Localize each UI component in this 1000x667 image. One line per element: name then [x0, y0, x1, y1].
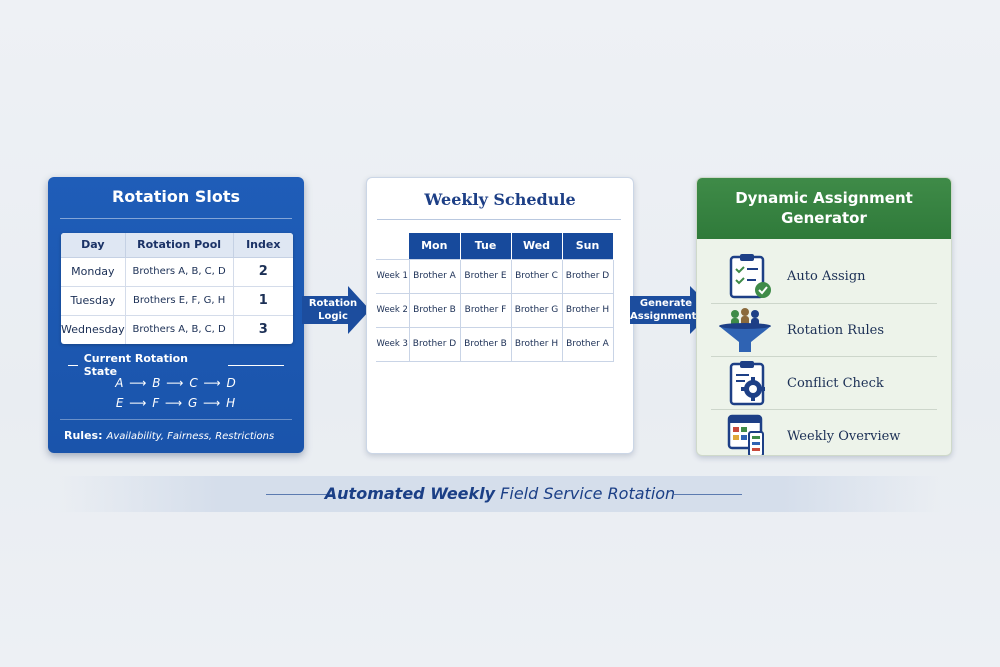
- rotation-sequence-1: A ⟶ B ⟶ C ⟶ D: [115, 376, 237, 390]
- assignment-cell: Brother B: [408, 292, 461, 328]
- assignment-cell: Brother H: [561, 292, 614, 328]
- pool-cell: Brothers A, B, C, D: [125, 315, 234, 344]
- calendar-devices-icon: [711, 412, 775, 455]
- divider: [711, 409, 937, 410]
- rules-label: Rules:: [64, 429, 103, 442]
- banner-title: Automated Weekly Field Service Rotation: [58, 484, 942, 503]
- column-header-pool: Rotation Pool: [125, 233, 234, 258]
- arrow-right-icon: [302, 286, 370, 334]
- divider: [60, 419, 292, 420]
- table-row: Week 3 Brother D Brother B Brother H Bro…: [376, 326, 614, 362]
- banner-bold-text: Automated Weekly: [324, 484, 496, 503]
- weekly-overview-label: Weekly Overview: [787, 428, 901, 444]
- rotation-slots-panel: Rotation Slots Day Rotation Pool Index M…: [48, 177, 304, 453]
- weekly-schedule-title: Weekly Schedule: [424, 190, 576, 209]
- assignment-cell: Brother F: [459, 292, 512, 328]
- divider: [266, 494, 334, 495]
- divider: [711, 356, 937, 357]
- column-header-index: Index: [233, 233, 293, 258]
- rotation-slots-title: Rotation Slots: [111, 187, 240, 206]
- table-row: Tuesday Brothers E, F, G, H 1: [61, 286, 293, 316]
- divider: [377, 219, 621, 220]
- auto-assign-label: Auto Assign: [787, 268, 866, 284]
- table-header-row: Mon Tue Wed Sun: [376, 233, 614, 259]
- table-row: Monday Brothers A, B, C, D 2: [61, 257, 293, 287]
- conflict-check-item: Conflict Check: [711, 357, 937, 409]
- clipboard-check-icon: [711, 252, 775, 300]
- funnel-people-icon: [711, 306, 775, 354]
- arrow-label: Generate Assignments: [630, 297, 702, 323]
- rules-line: Rules:Availability, Fairness, Restrictio…: [64, 429, 274, 442]
- conflict-check-label: Conflict Check: [787, 375, 884, 391]
- rotation-rules-item: Rotation Rules: [711, 304, 937, 356]
- clipboard-gear-icon: [711, 359, 775, 407]
- assignment-generator-panel: Dynamic Assignment Generator Auto Assign: [696, 177, 952, 456]
- generate-assignments-arrow: Generate Assignments: [630, 286, 714, 334]
- assignment-cell: Brother D: [561, 258, 614, 294]
- day-header: Wed: [511, 233, 563, 259]
- assignment-cell: Brother A: [561, 326, 614, 362]
- auto-assign-item: Auto Assign: [711, 250, 937, 302]
- arrow-label: Rotation Logic: [302, 297, 364, 323]
- rotation-sequence-2: E ⟶ F ⟶ G ⟶ H: [115, 396, 237, 410]
- assignment-cell: Brother B: [459, 326, 512, 362]
- table-row: Week 1 Brother A Brother E Brother C Bro…: [376, 258, 614, 294]
- rotation-state-heading: Current Rotation State: [62, 352, 290, 378]
- week-label: Week 2: [376, 292, 410, 328]
- divider: [68, 364, 78, 366]
- index-cell: 2: [233, 257, 293, 287]
- rotation-logic-arrow: Rotation Logic: [302, 286, 370, 334]
- assignment-cell: Brother A: [408, 258, 461, 294]
- divider: [227, 364, 284, 366]
- generator-title-line: Generator: [781, 209, 867, 227]
- corner-cell: [376, 233, 409, 259]
- column-header-day: Day: [61, 233, 126, 258]
- footer-banner: Automated Weekly Field Service Rotation: [58, 476, 942, 512]
- rotation-rules-label: Rotation Rules: [787, 322, 884, 338]
- index-cell: 1: [233, 286, 293, 316]
- pool-cell: Brothers A, B, C, D: [125, 257, 234, 287]
- day-cell: Monday: [61, 257, 126, 287]
- table-row: Week 2 Brother B Brother F Brother G Bro…: [376, 292, 614, 328]
- table-header-row: Day Rotation Pool Index: [61, 233, 293, 258]
- assignment-cell: Brother D: [408, 326, 461, 362]
- table-row: Wednesday Brothers A, B, C, D 3: [61, 315, 293, 344]
- week-label: Week 3: [376, 326, 410, 362]
- day-cell: Wednesday: [61, 315, 126, 344]
- assignment-cell: Brother C: [510, 258, 563, 294]
- divider: [60, 218, 292, 219]
- generator-header: Dynamic Assignment Generator: [697, 178, 951, 239]
- rotation-state-title: Current Rotation State: [83, 352, 188, 378]
- weekly-schedule-table: Mon Tue Wed Sun Week 1 Brother A Brother…: [376, 233, 614, 362]
- index-cell: 3: [258, 322, 268, 338]
- divider: [711, 303, 937, 304]
- generator-title-line: Dynamic Assignment: [735, 189, 913, 207]
- assignment-cell: Brother H: [510, 326, 563, 362]
- rules-text: Availability, Fairness, Restrictions: [106, 431, 275, 442]
- arrow-label-line: Logic: [318, 311, 348, 322]
- assignment-cell: Brother E: [459, 258, 512, 294]
- divider: [674, 494, 742, 495]
- assignment-cell: Brother G: [510, 292, 563, 328]
- day-header: Sun: [562, 233, 614, 259]
- week-label: Week 1: [376, 258, 410, 294]
- weekly-overview-item: Weekly Overview: [711, 410, 937, 455]
- weekly-schedule-panel: Weekly Schedule Mon Tue Wed Sun Week 1 B…: [366, 177, 634, 454]
- banner-rest-text: Field Service Rotation: [495, 484, 676, 503]
- arrow-label-line: Rotation: [308, 298, 358, 309]
- arrow-right-icon: [630, 286, 714, 334]
- day-cell: Tuesday: [61, 286, 126, 316]
- arrow-label-line: Assignments: [630, 311, 703, 322]
- day-header: Mon: [409, 233, 461, 259]
- day-header: Tue: [460, 233, 512, 259]
- arrow-label-line: Generate: [639, 298, 693, 309]
- pool-cell: Brothers E, F, G, H: [125, 286, 234, 316]
- rotation-slots-table: Day Rotation Pool Index Monday Brothers …: [61, 233, 293, 344]
